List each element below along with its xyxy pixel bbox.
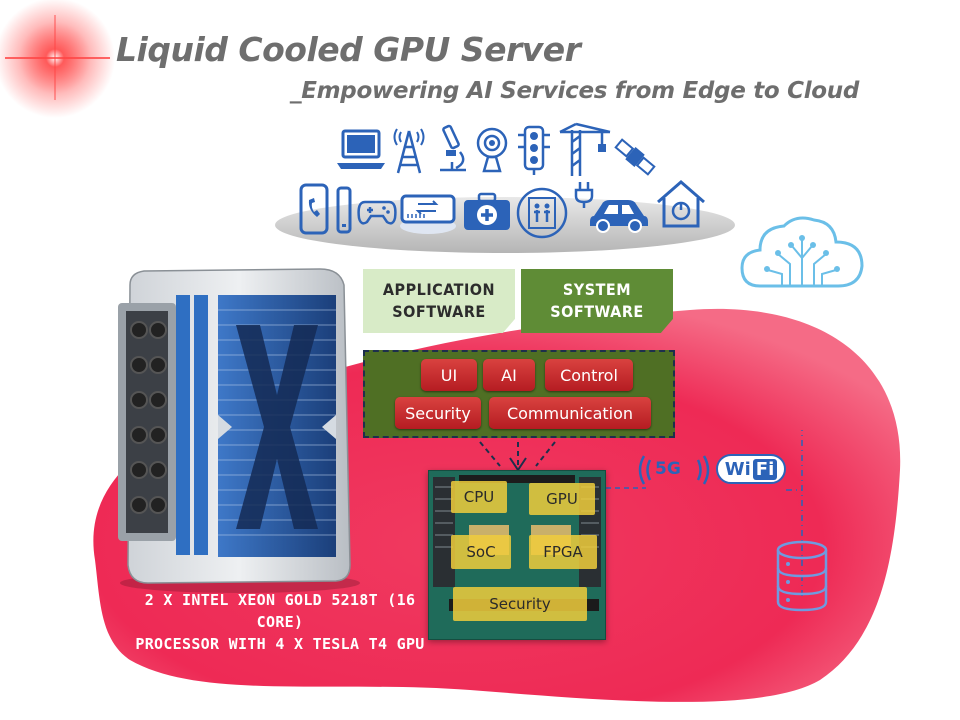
gpu-chip: GPU (529, 483, 595, 515)
application-software-banner: APPLICATION SOFTWARE (363, 269, 515, 333)
server-spec-caption: 2 X INTEL XEON GOLD 5218T (16 CORE) PROC… (120, 590, 440, 655)
security-module: Security (395, 397, 481, 429)
webcam-icon (476, 127, 508, 173)
elevator-icon (516, 187, 568, 239)
smartphone-icon (299, 183, 329, 235)
microscope-icon (440, 124, 466, 172)
page-title: Liquid Cooled GPU Server (116, 30, 581, 69)
smart-home-icon (657, 180, 705, 228)
security-chip: Security (453, 587, 587, 621)
system-software-line2: SOFTWARE (550, 302, 644, 321)
traffic-light-icon (518, 125, 550, 175)
network-switch-icon (400, 194, 456, 234)
ev-plug-icon (574, 182, 594, 208)
page-subtitle: _Empowering AI Services from Edge to Clo… (290, 78, 860, 104)
control-module: Control (545, 359, 633, 391)
system-software-banner: SYSTEM SOFTWARE (521, 269, 673, 333)
tablet-icon (336, 186, 352, 234)
laptop-icon (337, 129, 385, 169)
wifi-label-wi: Wi (724, 458, 751, 480)
cell-tower-icon (393, 128, 425, 174)
5g-signal-icon (638, 455, 710, 485)
crane-icon (559, 122, 611, 176)
gamepad-icon (357, 200, 397, 225)
database-icon (776, 540, 828, 612)
ui-module: UI (421, 359, 477, 391)
satellite-icon (614, 138, 656, 176)
medical-kit-icon (464, 192, 510, 230)
communication-module: Communication (489, 397, 651, 429)
car-icon (590, 200, 648, 233)
soc-chip: SoC (451, 535, 511, 569)
fpga-chip: FPGA (529, 535, 597, 569)
5g-label: 5G (655, 459, 681, 479)
application-software-line2: SOFTWARE (392, 302, 486, 321)
ai-module: AI (483, 359, 535, 391)
cloud-icon (740, 216, 864, 288)
server-spec-line2: PROCESSOR WITH 4 X TESLA T4 GPU (135, 634, 425, 653)
motherboard: CPU GPU SoC FPGA Security (428, 470, 606, 640)
server-tower-image (118, 268, 360, 593)
wifi-label-fi: Fi (752, 458, 778, 480)
cpu-chip: CPU (451, 481, 507, 513)
system-software-line1: SYSTEM (562, 280, 632, 300)
application-software-line1: APPLICATION (382, 280, 496, 300)
software-module-panel: UI AI Control Security Communication (363, 350, 675, 438)
lens-flare-decoration (5, 10, 105, 105)
server-spec-line1: 2 X INTEL XEON GOLD 5218T (16 CORE) (144, 591, 416, 631)
